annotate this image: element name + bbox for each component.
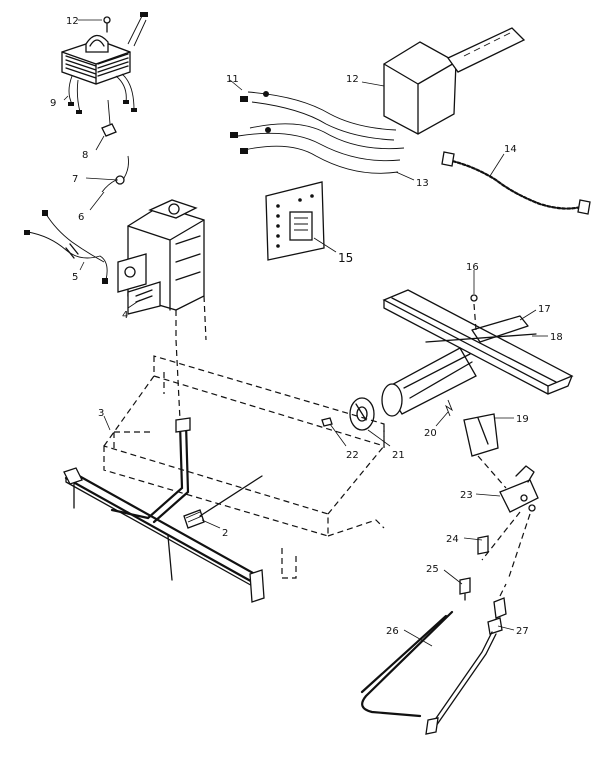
callout-7: 7 — [72, 174, 78, 185]
callout-25: 25 — [426, 564, 439, 575]
callout-15: 15 — [338, 251, 353, 265]
callout-8: 8 — [82, 150, 88, 161]
pilot-tube-part-26 — [360, 610, 454, 718]
callout-13: 13 — [416, 178, 429, 189]
callout-23: 23 — [460, 490, 473, 501]
callout-26: 26 — [386, 626, 399, 637]
callout-3: 3 — [98, 408, 104, 419]
screw-part-16 — [470, 294, 478, 331]
callout-11: 11 — [226, 74, 239, 85]
callout-10: 12 — [66, 16, 79, 27]
callout-6: 6 — [78, 212, 84, 223]
gas-valve-part-4 — [117, 199, 207, 421]
callout-9: 9 — [50, 98, 56, 109]
burner-cover-part-12 — [383, 27, 526, 135]
callout-17: 17 — [538, 304, 551, 315]
limit-switch-part-7 — [101, 155, 129, 193]
callout-12: 12 — [346, 74, 359, 85]
callout-24: 24 — [446, 534, 459, 545]
wire-harness-part-5 — [24, 210, 108, 284]
callout-5: 5 — [72, 272, 78, 283]
orifice-fitting-part-2 — [183, 475, 263, 529]
thermocouple-nut-part-24 — [477, 535, 489, 555]
clip-part-8 — [101, 99, 117, 137]
thermocouple-part-27 — [425, 583, 507, 735]
callout-4: 4 — [122, 310, 128, 321]
orifice-part-22 — [321, 417, 333, 427]
control-board-part-15 — [265, 181, 325, 261]
callout-16: 16 — [466, 262, 479, 273]
leader-lines — [63, 19, 548, 647]
transformer-part — [61, 12, 148, 114]
mounting-bracket-part-19 — [463, 413, 507, 489]
screw-part-10 — [103, 16, 111, 33]
wire-set-part-11-13 — [230, 91, 405, 174]
callout-22: 22 — [346, 450, 359, 461]
callout-19: 19 — [516, 414, 529, 425]
callout-14: 14 — [504, 144, 517, 155]
flex-cable-part-14 — [441, 151, 591, 215]
callout-20: 20 — [424, 428, 437, 439]
burner-bracket-part-18 — [425, 333, 537, 343]
manifold-pipe — [110, 417, 191, 524]
pilot-bracket-part-23 — [481, 465, 539, 581]
callout-2: 2 — [222, 528, 228, 539]
pilot-orifice-part-25 — [459, 577, 471, 601]
callout-18: 18 — [550, 332, 563, 343]
callout-labels: 12 9 8 7 6 5 4 3 2 11 12 13 14 15 16 17 … — [50, 16, 563, 637]
burner-rail — [63, 467, 265, 603]
spring-part-20 — [445, 399, 453, 417]
burner-tube — [381, 347, 477, 417]
air-shutter-part-21 — [349, 397, 375, 431]
callout-21: 21 — [392, 450, 405, 461]
base-frame-part-3 — [103, 355, 385, 579]
callout-27: 27 — [516, 626, 529, 637]
